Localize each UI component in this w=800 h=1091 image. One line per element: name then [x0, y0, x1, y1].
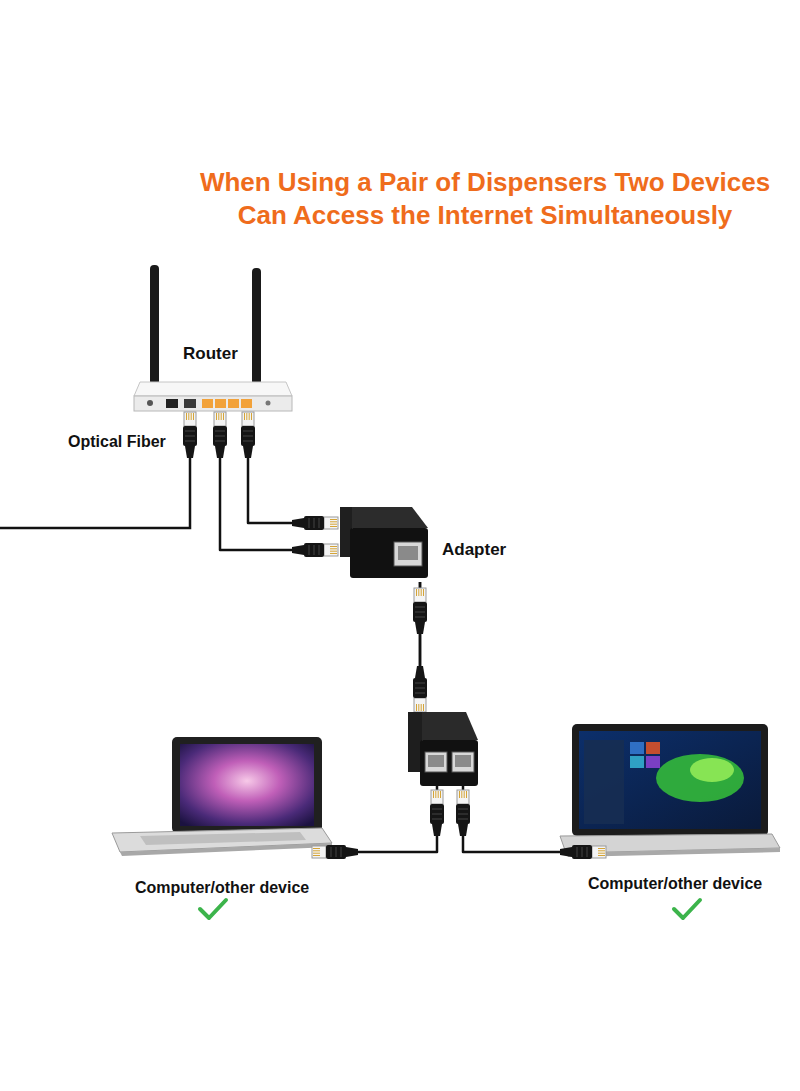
diagram-title: When Using a Pair of Dispensers Two Devi… [175, 166, 795, 232]
device-label: Adapter [442, 540, 506, 560]
cable-label: Optical Fiber [68, 433, 166, 451]
device-node: Computer/other device [105, 735, 340, 910]
device-label: Computer/other device [135, 878, 309, 897]
device-node: Router [135, 262, 290, 415]
device-node: Adapter [338, 502, 513, 582]
cable-connector [220, 415, 338, 550]
cable-connector [248, 415, 338, 523]
device-label: Computer/other device [588, 874, 762, 893]
device-label: Router [183, 344, 238, 364]
device-node: Computer/other device [585, 722, 790, 897]
